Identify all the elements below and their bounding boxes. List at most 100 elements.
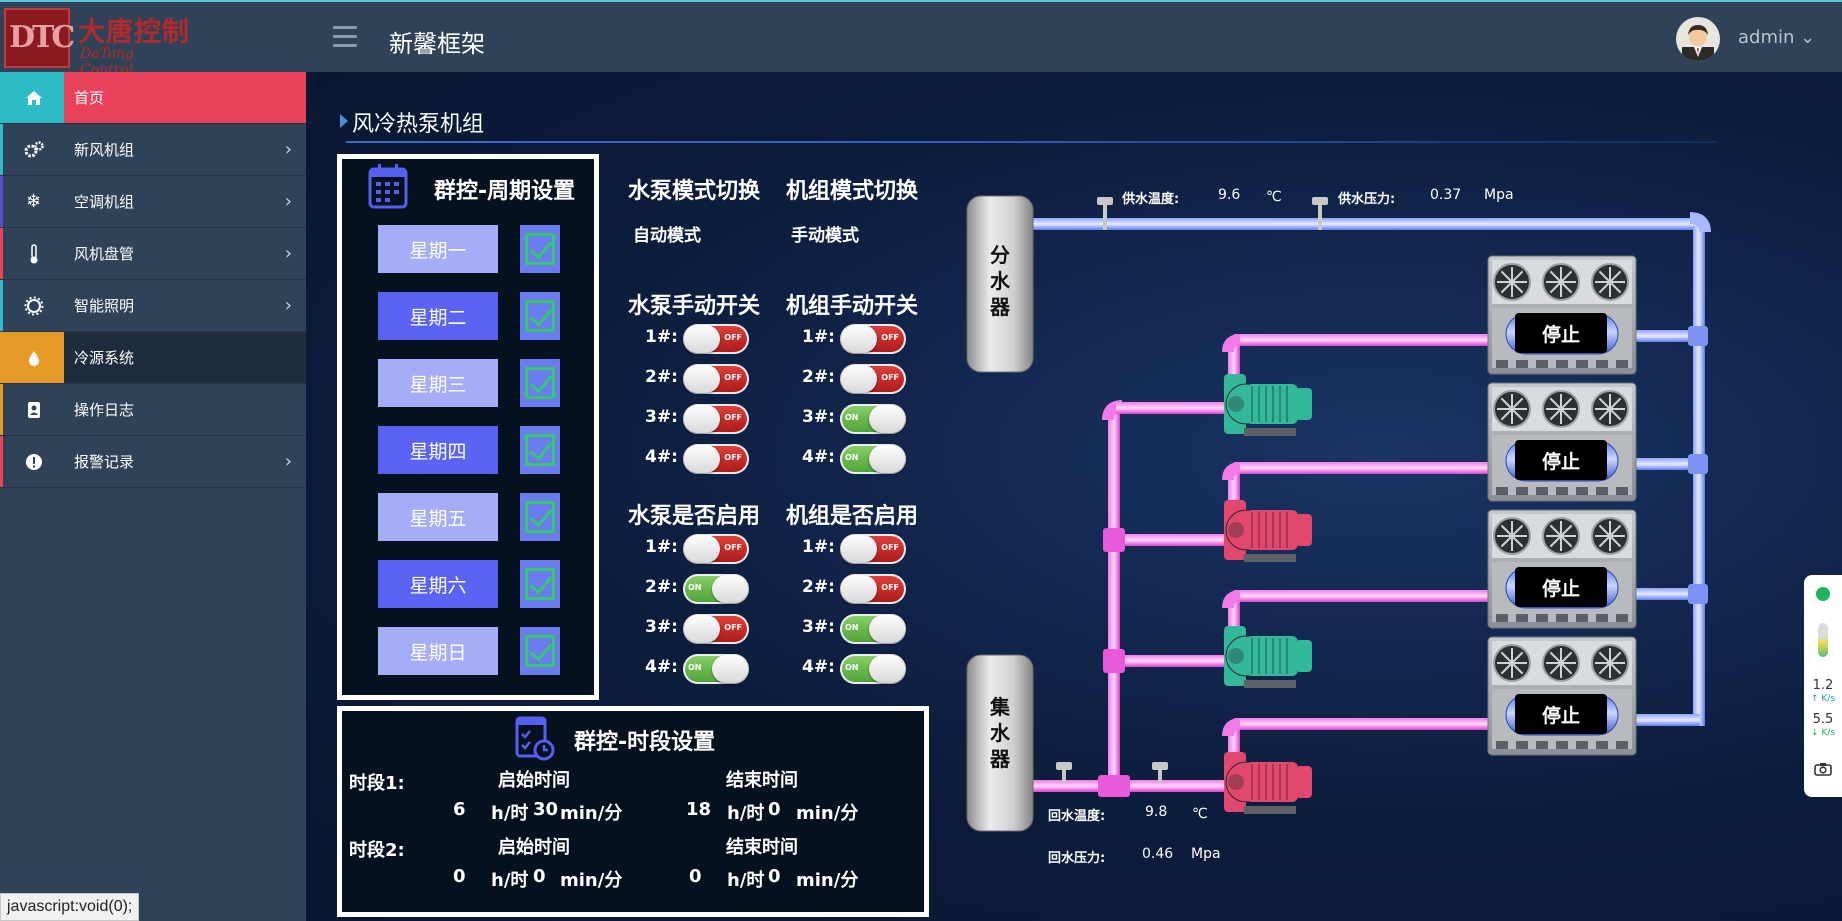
end-minute-value[interactable]: 0 [768,866,781,887]
unit-stop-button[interactable]: 停止 [1515,313,1607,353]
day-checkbox[interactable] [520,359,560,407]
day-button[interactable]: 星期五 [378,493,498,541]
toggle-knob [869,615,905,643]
sidebar-item-op-log[interactable]: 操作日志 [0,384,306,436]
start-minute-value[interactable]: 0 [533,866,546,887]
home-icon [0,72,64,123]
toggle-state-text: OFF [724,373,742,382]
switch-label: 3#: [802,617,835,637]
unit-manual-toggle[interactable]: ON [840,404,906,434]
pump-enable-toggle[interactable]: ON [683,574,749,604]
day-checkbox[interactable] [520,493,560,541]
day-checkbox[interactable] [520,426,560,474]
toggle-state-text: OFF [881,333,899,342]
day-button[interactable]: 星期四 [378,426,498,474]
sidebar-item-home[interactable]: 首页 [0,72,306,124]
toggle-state-text: ON [688,663,702,672]
sidebar-item-label: 操作日志 [74,401,135,419]
sidebar-item-label: 报警记录 [74,453,135,471]
switch-label: 1#: [802,537,835,557]
pump-manual-toggle[interactable]: OFF [683,364,749,394]
minute-unit: min/分 [796,803,859,824]
unit-enable-toggle[interactable]: OFF [840,574,906,604]
app-title: 新馨框架 [389,30,485,58]
sidebar-item-alarm[interactable]: 报警记录 › [0,436,306,488]
upload-unit: ↑ K/s [1810,694,1836,704]
pump-manual-toggle[interactable]: OFF [683,404,749,434]
unit-manual-toggle[interactable]: ON [840,444,906,474]
start-hour-value[interactable]: 6 [453,799,466,820]
switch-label: 4#: [645,447,678,467]
pump-mode-value[interactable]: 自动模式 [633,226,701,246]
toggle-knob [869,655,905,683]
day-button[interactable]: 星期三 [378,359,498,407]
sidebar-item-fan-coil[interactable]: 风机盘管 › [0,228,306,280]
toggle-knob [684,365,720,393]
chevron-right-icon: › [284,243,292,264]
unit-stop-button[interactable]: 停止 [1515,567,1607,607]
pump-manual-toggle[interactable]: OFF [683,444,749,474]
menu-toggle-icon[interactable] [333,26,357,48]
switch-label: 2#: [645,577,678,597]
unit-enable-toggle[interactable]: ON [840,654,906,684]
unit-enable-title: 机组是否启用 [786,504,919,529]
pump-manual-toggle[interactable]: OFF [683,324,749,354]
sidebar-item-lighting[interactable]: 智能照明 › [0,280,306,332]
status-dot [1816,587,1830,601]
hour-unit: h/时 [727,870,765,891]
end-hour-value[interactable]: 18 [686,799,712,820]
switch-label: 1#: [645,327,678,347]
toggle-knob [684,325,720,353]
day-button[interactable]: 星期二 [378,292,498,340]
end-minute-value[interactable]: 0 [768,799,781,820]
unit-mode-value[interactable]: 手动模式 [791,226,859,246]
pump-enable-toggle[interactable]: OFF [683,534,749,564]
unit-enable-toggle[interactable]: ON [840,614,906,644]
download-speed: 5.5 [1812,712,1834,727]
unit-stop-button[interactable]: 停止 [1515,440,1607,480]
start-minute-value[interactable]: 30 [533,799,559,820]
sidebar-item-cold-source[interactable]: 冷源系统 [0,332,306,384]
toggle-state-text: OFF [724,453,742,462]
return-press-unit: Mpa [1191,846,1221,862]
toggle-knob [841,365,877,393]
day-checkbox[interactable] [520,560,560,608]
unit-enable-toggle[interactable]: OFF [840,534,906,564]
toggle-knob [869,445,905,473]
supply-temp-label: 供水温度: [1122,192,1180,207]
toggle-state-text: OFF [724,623,742,632]
day-checkbox[interactable] [520,225,560,273]
chevron-right-icon: › [284,295,292,316]
toggle-state-text: OFF [881,543,899,552]
sidebar-item-ac[interactable]: ❄ 空调机组 › [0,176,306,228]
day-checkbox[interactable] [520,627,560,675]
supply-tank-label: 分水器 [990,243,1010,319]
toggle-knob [712,575,748,603]
unit-manual-toggle[interactable]: OFF [840,364,906,394]
supply-temp-unit: ℃ [1266,189,1282,205]
day-button[interactable]: 星期一 [378,225,498,273]
start-hour-value[interactable]: 0 [453,866,466,887]
user-menu[interactable]: admin ⌄ [1738,27,1816,48]
pump-enable-toggle[interactable]: ON [683,654,749,684]
snowflake-icon: ❄ [0,176,64,227]
switch-label: 4#: [802,447,835,467]
pump-enable-toggle[interactable]: OFF [683,614,749,644]
company-logo[interactable]: DTC 大唐控制 DaTang Control [4,8,190,78]
day-checkbox[interactable] [520,292,560,340]
time-panel-title: 群控-时段设置 [574,730,716,755]
camera-icon[interactable] [1814,761,1832,780]
sidebar-item-fresh-air[interactable]: 新风机组 › [0,124,306,176]
user-avatar[interactable] [1676,17,1720,61]
toggle-knob [841,325,877,353]
unit-manual-toggle[interactable]: OFF [840,324,906,354]
schedule-icon [514,714,556,766]
section-divider [346,141,1716,143]
day-button[interactable]: 星期六 [378,560,498,608]
network-monitor-widget: 1.2 ↑ K/s 5.5 ↓ K/s [1804,575,1842,797]
supply-press-value: 0.37 [1430,187,1462,203]
day-button[interactable]: 星期日 [378,627,498,675]
unit-stop-button[interactable]: 停止 [1515,694,1607,734]
end-hour-value[interactable]: 0 [689,866,702,887]
switch-label: 3#: [645,617,678,637]
